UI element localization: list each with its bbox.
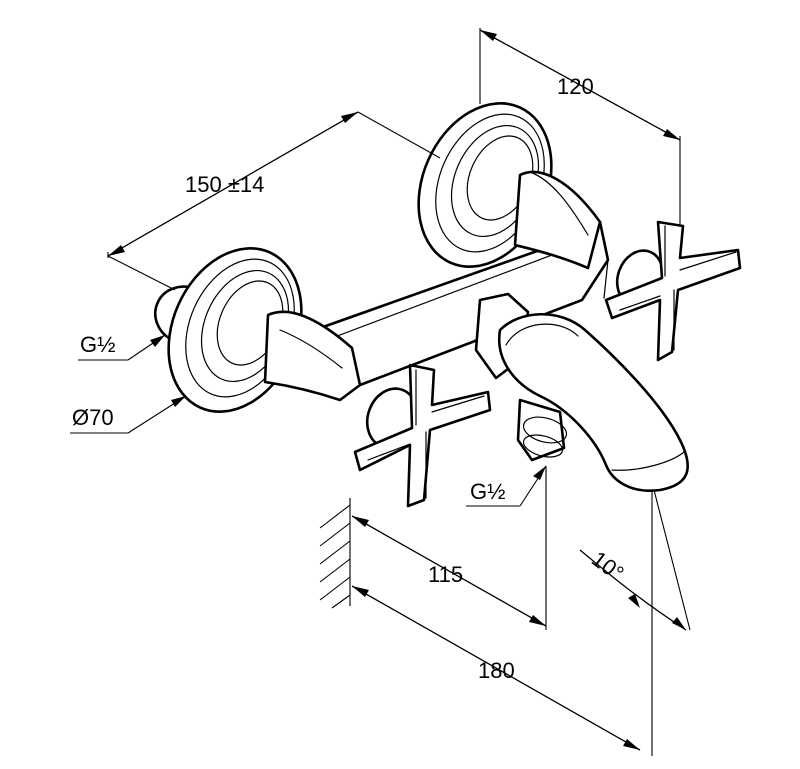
angle-10 [579,489,691,631]
dimension-120 [479,28,681,226]
spout [474,292,689,492]
g12-outlet-label: G½ [470,479,505,504]
left-cross-handle [353,363,492,508]
leader-g12-outlet [466,465,547,630]
right-cross-handle [604,220,742,362]
left-rosette [154,247,362,413]
d70-label: Ø70 [72,405,114,430]
leader-g12-inlet [78,334,166,361]
dim-120-label: 120 [557,74,594,99]
dim-180-label: 180 [478,658,515,683]
dim-150-label: 150 ±14 [185,172,264,197]
g12-inlet-label: G½ [80,332,115,357]
right-rosette [417,102,602,270]
dimension-115 [351,515,547,627]
angle-10-label: 10° [587,546,629,586]
wall-hatching [319,498,351,609]
dimension-150 [107,111,441,291]
dim-115-label: 115 [428,562,463,587]
dimension-180 [351,490,653,756]
leader-d70 [70,395,187,434]
